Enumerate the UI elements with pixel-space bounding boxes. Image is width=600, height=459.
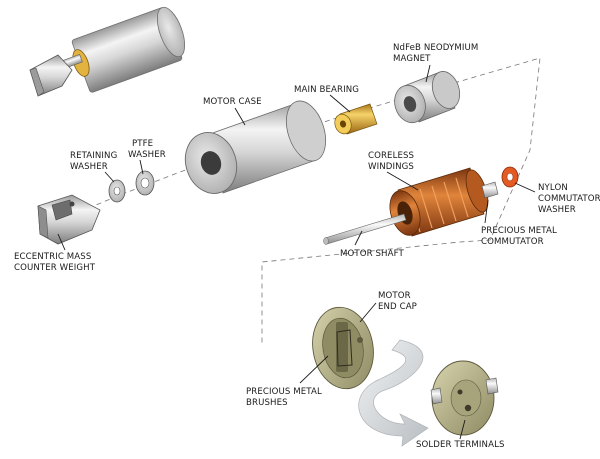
motor-case-part bbox=[184, 100, 327, 194]
assembled-motor-illustration bbox=[29, 6, 186, 97]
neodymium-magnet-part bbox=[394, 71, 461, 124]
nylon-washer-part bbox=[501, 166, 519, 188]
end-cap-with-terminals-part bbox=[430, 360, 499, 436]
eccentric-mass-part bbox=[37, 194, 101, 245]
label-precious-metal-brushes: PRECIOUS METAL BRUSHES bbox=[246, 387, 325, 408]
label-motor-case: MOTOR CASE bbox=[203, 97, 262, 107]
label-main-bearing: MAIN BEARING bbox=[294, 85, 359, 95]
label-coreless-windings: CORELESS WINDINGS bbox=[368, 151, 417, 172]
motor-end-cap-part bbox=[312, 306, 374, 390]
label-eccentric-mass: ECCENTRIC MASS COUNTER WEIGHT bbox=[14, 252, 96, 273]
label-ptfe-washer: PTFE WASHER bbox=[128, 139, 166, 160]
label-solder-terminals: SOLDER TERMINALS bbox=[416, 440, 505, 450]
ptfe-washer-part bbox=[135, 170, 155, 196]
assembly-direction-arrow bbox=[358, 339, 429, 447]
motor-shaft-part bbox=[323, 213, 407, 245]
label-precious-metal-commutator: PRECIOUS METAL COMMUTATOR bbox=[481, 226, 560, 247]
leader-lines bbox=[57, 64, 536, 440]
label-nylon-washer: NYLON COMMUTATOR WASHER bbox=[538, 183, 600, 215]
label-magnet: NdFeB NEODYMIUM MAGNET bbox=[393, 43, 481, 64]
label-motor-shaft: MOTOR SHAFT bbox=[340, 249, 404, 259]
retaining-washer-part bbox=[108, 179, 126, 203]
part-labels: NdFeB NEODYMIUM MAGNET MAIN BEARING MOTO… bbox=[14, 43, 600, 450]
label-retaining-washer: RETAINING WASHER bbox=[70, 151, 120, 172]
label-motor-end-cap: MOTOR END CAP bbox=[378, 291, 417, 312]
main-bearing-part bbox=[334, 103, 378, 135]
